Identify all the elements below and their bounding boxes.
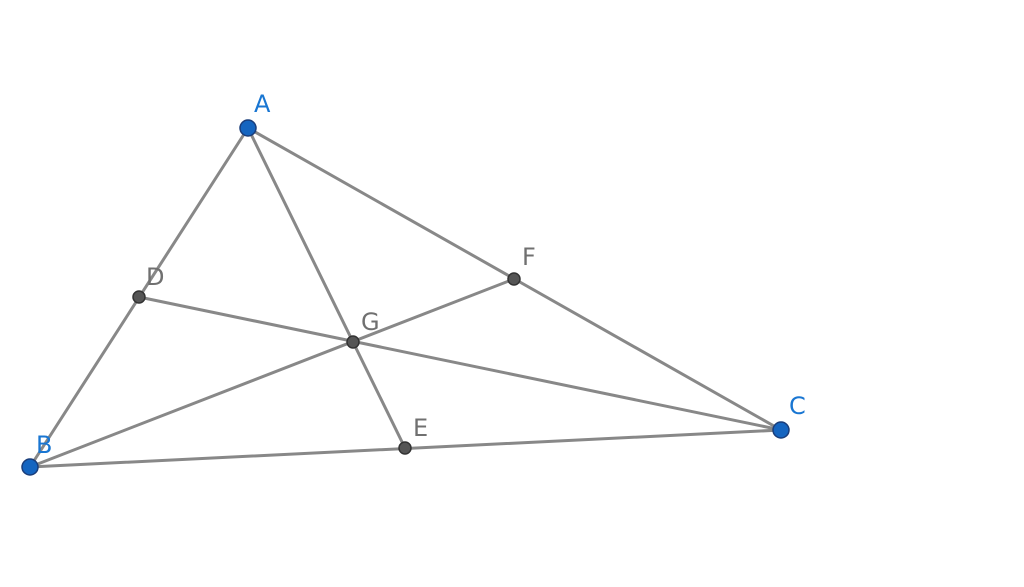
point-label-a: A xyxy=(254,90,271,118)
labels-layer: A B C D E F G xyxy=(36,90,806,459)
point-d[interactable] xyxy=(132,290,146,304)
segment-ae[interactable] xyxy=(246,126,407,450)
point-c[interactable] xyxy=(772,421,790,439)
point-b[interactable] xyxy=(21,458,39,476)
point-label-b: B xyxy=(36,431,52,459)
point-a[interactable] xyxy=(239,119,257,137)
point-label-f: F xyxy=(522,243,536,271)
segment-cd[interactable] xyxy=(137,295,783,432)
point-label-d: D xyxy=(146,263,164,291)
point-label-c: C xyxy=(789,392,806,420)
points-layer xyxy=(21,119,790,476)
point-e[interactable] xyxy=(398,441,412,455)
segment-bf[interactable] xyxy=(28,277,516,469)
point-g[interactable] xyxy=(346,335,360,349)
point-label-e: E xyxy=(413,414,428,442)
point-label-g: G xyxy=(361,308,380,336)
point-f[interactable] xyxy=(507,272,521,286)
